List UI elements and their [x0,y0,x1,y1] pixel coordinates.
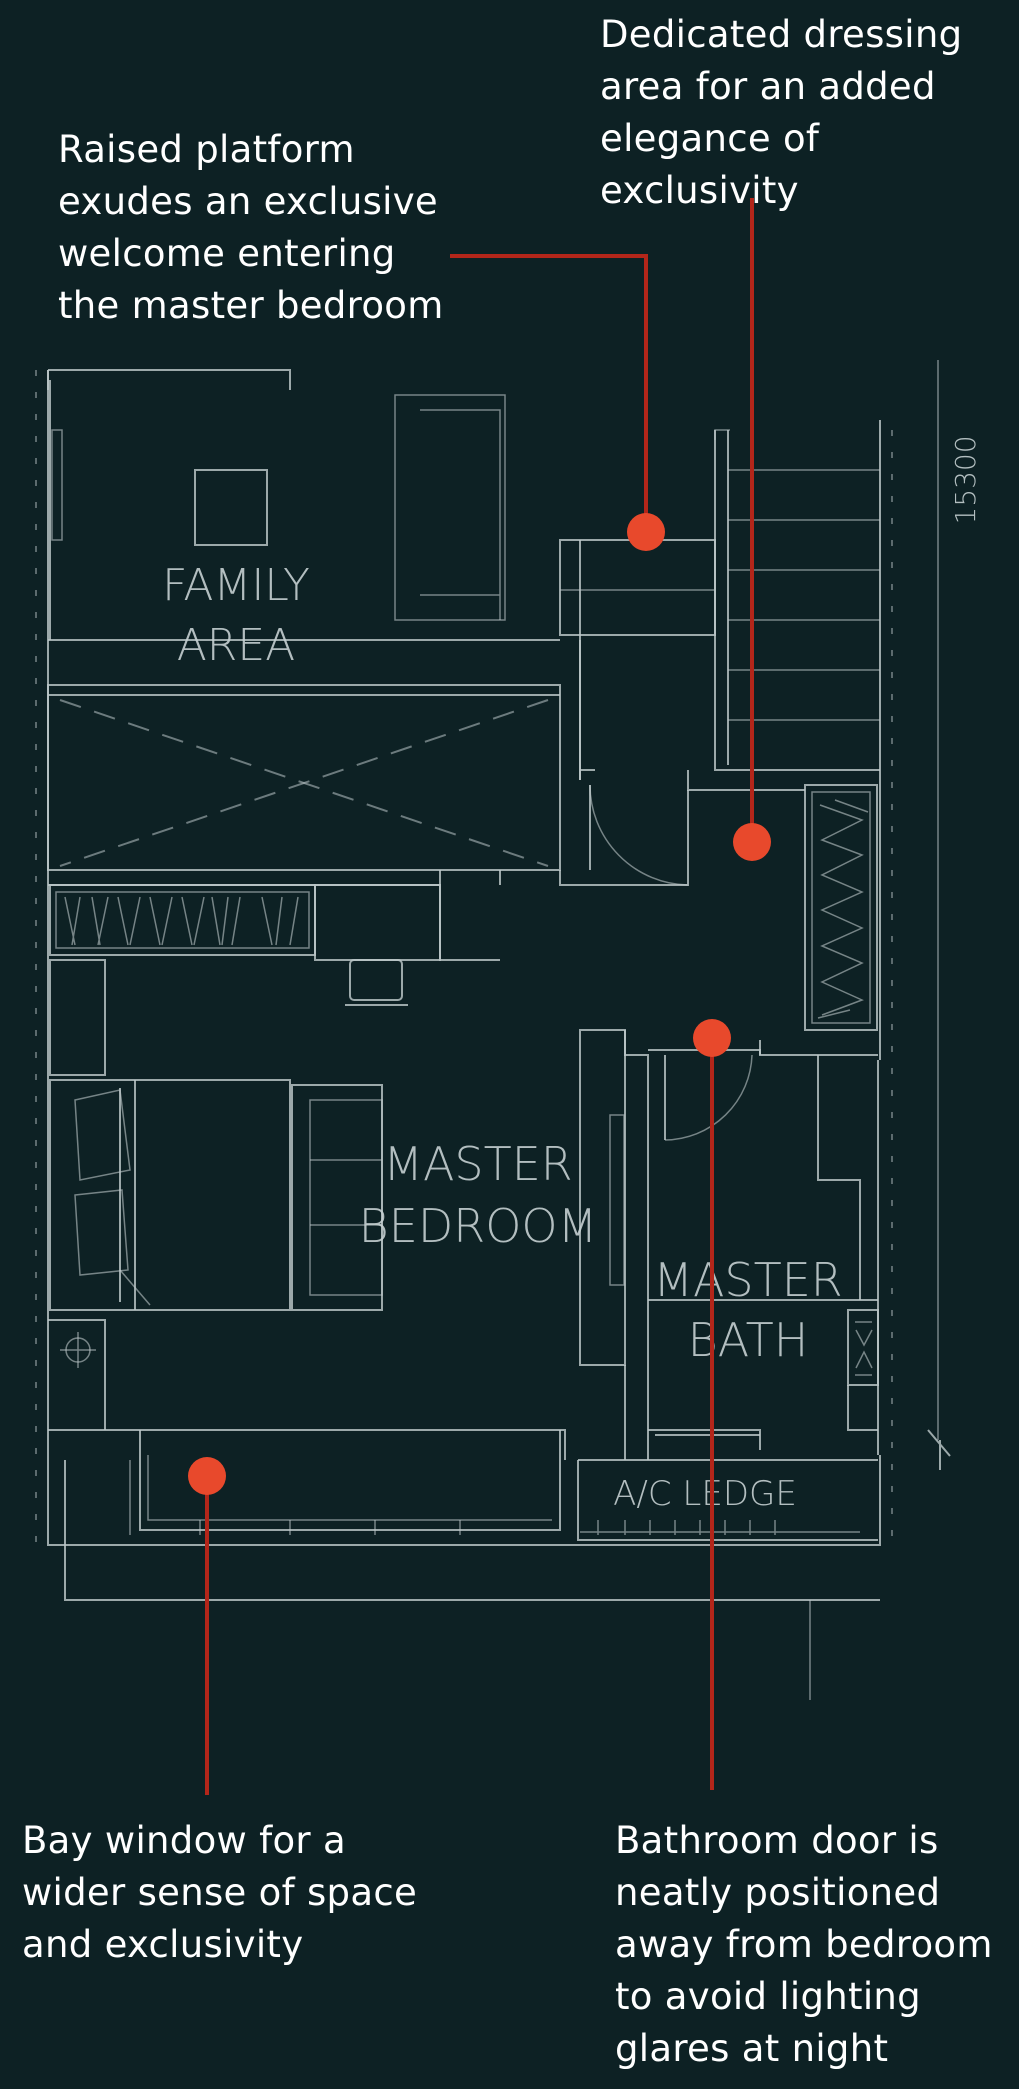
master-bedroom-label-1: MASTER [383,1137,572,1191]
family-area-label-1: FAMILY [162,560,310,611]
callout-dressing-area: Dedicated dressing area for an added ele… [600,13,963,212]
dimension-label: 15300 [949,435,982,524]
callout-leaders [188,198,771,1795]
family-area-label-2: AREA [177,620,296,671]
ac-ledge-label: A/C LEDGE [613,1474,797,1514]
callout-bay-window: Bay window for a wider sense of space an… [22,1819,418,1966]
marker-dressing-area [733,823,771,861]
callout-raised-platform: Raised platform exudes an exclusive welc… [58,128,444,327]
callout-bathroom-door: Bathroom door is neatly positioned away … [615,1819,993,2070]
marker-raised-platform [627,513,665,551]
marker-bay-window [188,1457,226,1495]
leader-raised-platform [450,254,648,530]
master-bedroom-label-2: BEDROOM [359,1199,598,1253]
marker-bathroom-door [693,1019,731,1057]
master-bath-label-1: MASTER [653,1253,842,1307]
master-bath-label-2: BATH [688,1313,809,1367]
